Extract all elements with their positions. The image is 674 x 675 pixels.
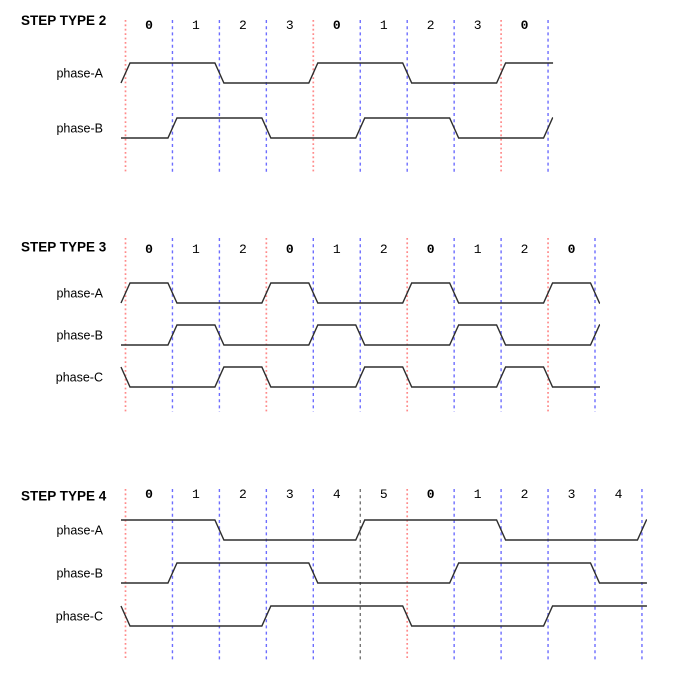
step-label: 4 xyxy=(615,487,623,502)
phase-label: phase-A xyxy=(56,67,103,81)
section-title: STEP TYPE 4 xyxy=(21,489,107,504)
step-label: 2 xyxy=(239,487,247,502)
step-label: 2 xyxy=(521,487,529,502)
waveform-phase-A xyxy=(121,519,648,541)
waveform-phase-B xyxy=(121,562,647,584)
step-label: 1 xyxy=(380,18,388,33)
step-label: 1 xyxy=(192,18,200,33)
step-label: 2 xyxy=(427,18,435,33)
waveform-phase-A xyxy=(120,282,601,304)
step-label: 0 xyxy=(286,242,294,257)
step-label: 0 xyxy=(427,242,435,257)
step-label: 2 xyxy=(239,18,247,33)
section-title: STEP TYPE 3 xyxy=(21,240,107,255)
step-type-section: STEP TYPE 3 0 1 2 0 1 2 0 1 2 0 phase-A phase-B phase… xyxy=(21,238,601,412)
step-label: 0 xyxy=(145,487,153,502)
step-label: 2 xyxy=(380,242,388,257)
step-label: 0 xyxy=(145,242,153,257)
step-label: 2 xyxy=(239,242,247,257)
phase-label: phase-B xyxy=(56,329,103,343)
step-type-section: STEP TYPE 2 0 1 2 3 0 1 2 3 0 phase-A phase-B xyxy=(21,13,554,172)
step-label: 1 xyxy=(333,242,341,257)
phase-label: phase-B xyxy=(56,567,103,581)
step-label: 1 xyxy=(192,242,200,257)
step-label: 0 xyxy=(333,18,341,33)
step-label: 1 xyxy=(474,487,482,502)
step-label: 0 xyxy=(427,487,435,502)
waveform-phase-B xyxy=(121,324,601,346)
step-label: 0 xyxy=(521,18,529,33)
waveform-phase-B xyxy=(121,117,554,139)
phase-label: phase-C xyxy=(56,610,103,624)
waveform-phase-C xyxy=(120,605,647,627)
step-label: 4 xyxy=(333,487,341,502)
step-label: 3 xyxy=(286,18,294,33)
section-title: STEP TYPE 2 xyxy=(21,13,106,28)
step-label: 1 xyxy=(192,487,200,502)
step-label: 2 xyxy=(521,242,529,257)
step-label: 1 xyxy=(474,242,482,257)
phase-label: phase-B xyxy=(56,122,103,136)
step-type-section: STEP TYPE 4 0 1 2 3 4 5 0 1 2 3 4 phase-A phase-B phas… xyxy=(21,487,648,660)
phase-label: phase-A xyxy=(56,524,103,538)
waveform-phase-A xyxy=(120,62,554,84)
step-label: 3 xyxy=(286,487,294,502)
step-label: 0 xyxy=(568,242,576,257)
waveform-phase-C xyxy=(120,366,600,388)
step-label: 0 xyxy=(145,18,153,33)
phase-label: phase-A xyxy=(56,287,103,301)
step-label: 3 xyxy=(568,487,576,502)
phase-label: phase-C xyxy=(56,371,103,385)
step-label: 5 xyxy=(380,487,388,502)
step-label: 3 xyxy=(474,18,482,33)
